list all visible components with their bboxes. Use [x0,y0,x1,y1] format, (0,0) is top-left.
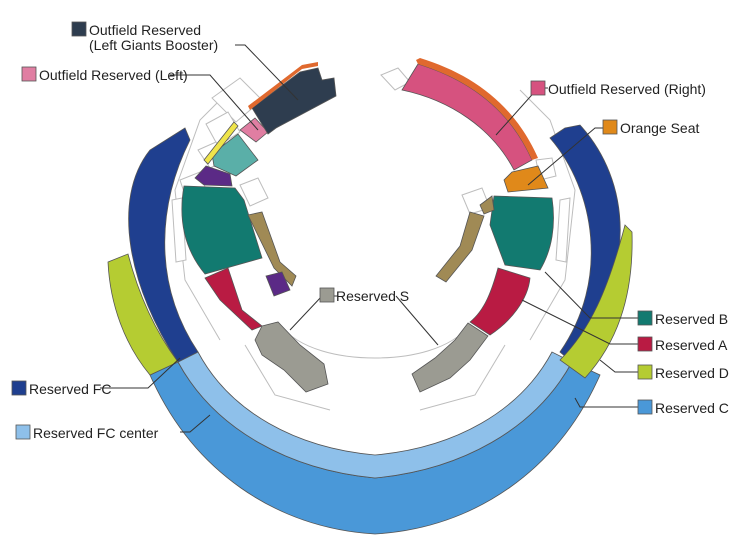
legend-label: Reserved C [655,400,729,416]
legend-swatch [637,399,653,415]
section-olive-right[interactable] [435,211,485,283]
section-reserved-d-left[interactable] [107,253,179,376]
seat-sections [107,58,633,535]
legend-reserved-a: Reserved A [637,336,728,353]
legend-swatch [530,80,546,96]
section-reserved-a-right[interactable] [469,267,531,336]
section-outfield-left-teal[interactable] [211,133,259,177]
legend-swatch [71,21,87,37]
legend-outfield-left: Outfield Reserved (Left) [21,66,188,83]
legend-swatch [637,364,653,380]
legend-swatch [637,310,653,326]
legend-label: Reserved A [655,337,728,353]
legend-swatch [11,380,27,396]
legend-swatch [602,119,618,135]
legend-label: Outfield Reserved (Right) [548,81,706,97]
legend-reserved-d: Reserved D [637,364,729,381]
legend-swatch [21,66,37,82]
section-reserved-d-right[interactable] [559,224,633,379]
legend-reserved-fc: Reserved FC [11,380,111,397]
section-reserved-fc-left[interactable] [128,127,199,363]
legend-label: Outfield Reserved (Left) [39,67,188,83]
legend-reserved-fc-center: Reserved FC center [15,424,159,441]
leader-lines [100,44,640,433]
section-reserved-s-left[interactable] [254,321,329,393]
legend-swatch [319,287,335,303]
legend-label: Reserved B [655,311,728,327]
legend-label-line2: (Left Giants Booster) [89,37,218,53]
legend-swatch [15,424,31,440]
legend-label: Reserved FC center [33,425,159,441]
section-orange-strip-left [248,62,318,110]
section-reserved-b-right[interactable] [489,195,554,271]
legend-label-line1: Outfield Reserved [89,22,201,38]
section-olive-right-small[interactable] [479,195,495,215]
legend-label: Orange Seat [620,120,699,136]
section-purple-lower[interactable] [265,271,291,297]
section-yellow-strip[interactable] [203,121,239,165]
section-orange-seat[interactable] [503,165,549,193]
legend-swatch [637,336,653,352]
legend-label: Reserved S [336,288,409,304]
section-reserved-b-left[interactable] [181,185,263,275]
legend-reserved-c: Reserved C [637,399,729,416]
legend-outfield-left-booster: Outfield Reserved (Left Giants Booster) [71,21,218,53]
legend-orange-seat: Orange Seat [602,119,699,136]
section-outfield-reserved-left-booster[interactable] [251,67,337,135]
legend-reserved-b: Reserved B [637,310,728,327]
legend-reserved-s: Reserved S [319,287,409,304]
legend: Outfield Reserved (Left Giants Booster) … [11,21,729,441]
section-reserved-s-right[interactable] [411,322,489,393]
legend-label: Reserved FC [29,381,111,397]
section-olive-left[interactable] [247,211,297,287]
legend-outfield-right: Outfield Reserved (Right) [530,80,706,97]
legend-label: Reserved D [655,365,729,381]
section-purple-upper[interactable] [194,165,233,187]
